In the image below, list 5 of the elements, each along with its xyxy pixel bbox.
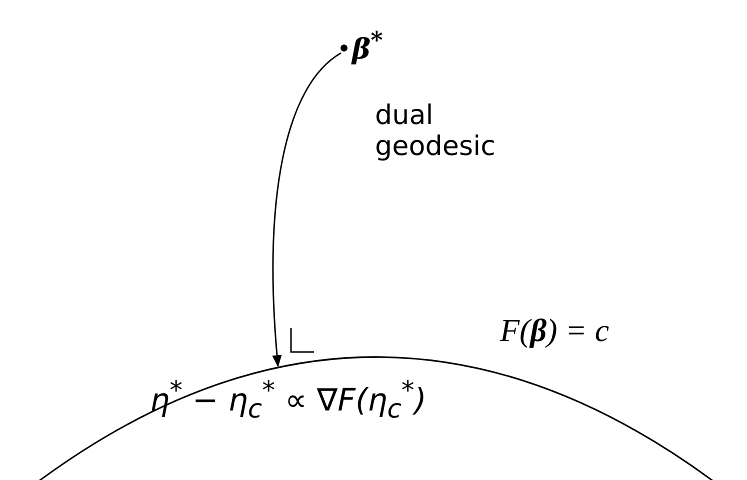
geodesic-arrow: [272, 52, 342, 368]
point-dot: [340, 44, 348, 52]
point-label: β$^{*}$: [352, 26, 383, 66]
constraint-equation: F(β) = c: [500, 312, 610, 349]
geodesic-label: dual geodesic: [375, 100, 496, 162]
